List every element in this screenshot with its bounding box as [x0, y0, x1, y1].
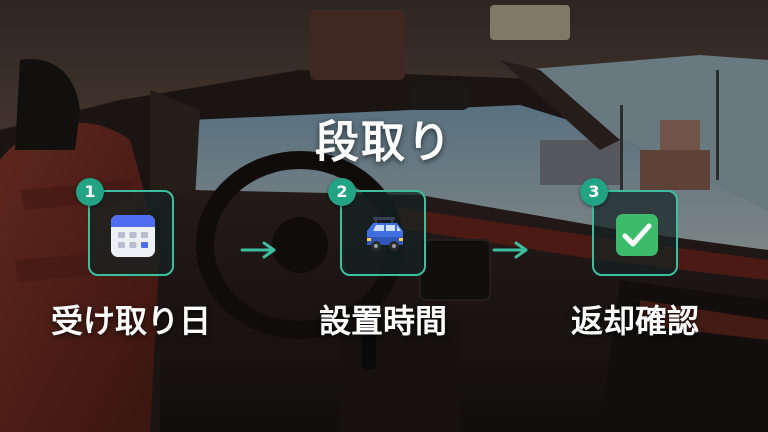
step-3: 3 [580, 178, 682, 276]
check-icon [616, 214, 658, 256]
step-2: 2 [328, 178, 430, 276]
step-3-box [592, 190, 678, 276]
page-title: 段取り [315, 117, 453, 168]
step-1: 1 [76, 178, 178, 276]
step-1-label: 受け取り日 [50, 302, 211, 340]
arrow-right-icon [240, 241, 276, 259]
step-3-label: 返却確認 [570, 302, 699, 340]
step-1-box [88, 190, 174, 276]
step-2-label: 設置時間 [318, 302, 447, 340]
van-icon [367, 217, 403, 251]
step-2-box [340, 190, 426, 276]
calendar-icon [111, 215, 155, 257]
step-2-number: 2 [328, 178, 356, 206]
arrow-right-icon [492, 241, 528, 259]
step-3-number: 3 [580, 178, 608, 206]
step-1-number: 1 [76, 178, 104, 206]
